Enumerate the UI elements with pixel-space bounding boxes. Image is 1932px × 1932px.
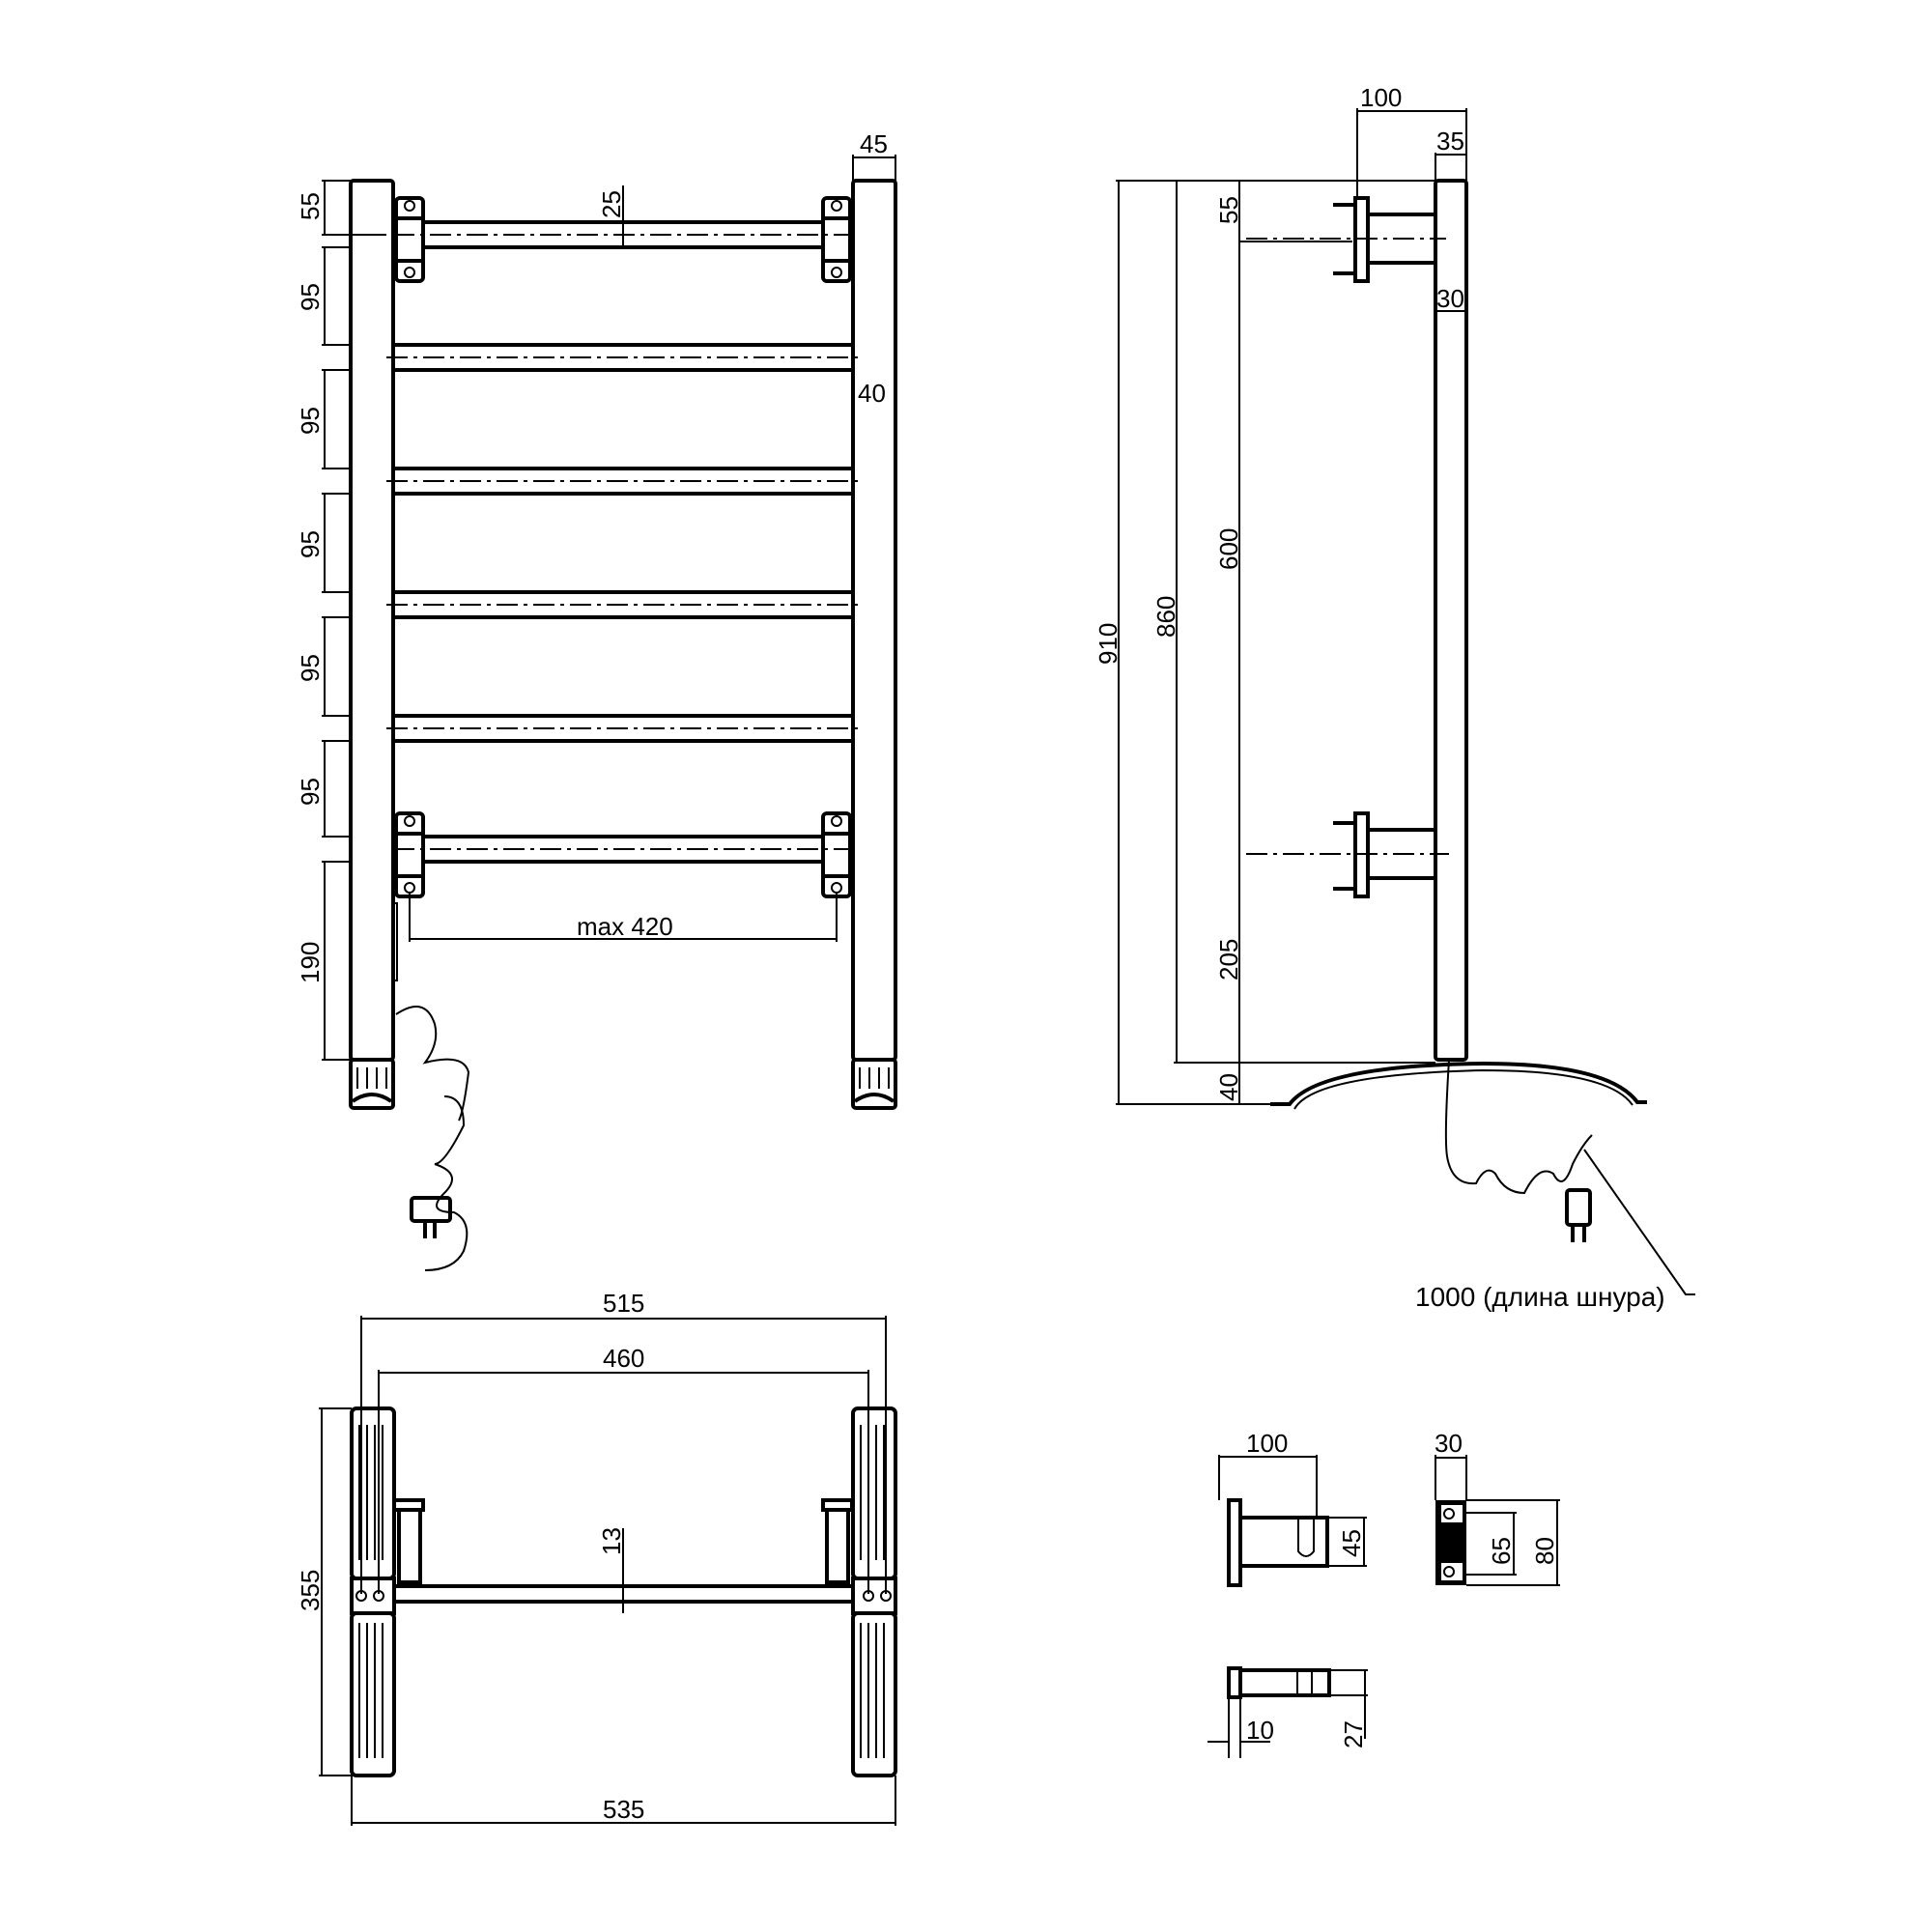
dim-40-tube: 40 xyxy=(858,379,886,408)
side-bracket-top xyxy=(1246,196,1446,283)
power-cord-front xyxy=(392,902,470,1271)
dim-30-side: 30 xyxy=(1436,284,1464,313)
dim-13: 13 xyxy=(597,1527,626,1555)
dim-910: 910 xyxy=(1094,623,1122,665)
front-view: 55 95 95 95 95 95 190 25 45 40 max 420 xyxy=(296,129,897,1271)
dim-190: 190 xyxy=(296,942,325,983)
dim-30-bracket: 30 xyxy=(1435,1429,1463,1458)
dim-45-bracket: 45 xyxy=(1337,1529,1366,1557)
cord-length-note: 1000 (длина шнура) xyxy=(1415,1282,1665,1312)
side-view: 100 35 30 55 600 205 40 860 910 1000 (дл… xyxy=(1094,83,1695,1312)
dim-515: 515 xyxy=(603,1289,644,1318)
bracket-top-right xyxy=(821,196,852,283)
side-dimensions xyxy=(1116,108,1467,1105)
dim-460: 460 xyxy=(603,1344,644,1373)
dim-65: 65 xyxy=(1487,1537,1516,1565)
dim-95-5: 95 xyxy=(296,778,325,806)
bracket-bottom-left xyxy=(394,811,425,898)
power-cord-side xyxy=(1444,1059,1593,1242)
bracket-detail-front: 30 65 80 xyxy=(1435,1429,1560,1586)
dim-535: 535 xyxy=(603,1795,644,1824)
rail-2 xyxy=(386,343,860,372)
plug-icon-side xyxy=(1565,1188,1592,1227)
foot-left xyxy=(349,1058,395,1110)
dim-95-1: 95 xyxy=(296,283,325,311)
dim-95-4: 95 xyxy=(296,654,325,682)
bracket-detail-side: 100 45 xyxy=(1218,1429,1367,1587)
rail-4 xyxy=(386,590,860,619)
top-dimensions xyxy=(319,1316,896,1826)
dim-max-420: max 420 xyxy=(577,912,673,941)
dim-100-bracket: 100 xyxy=(1246,1429,1288,1458)
dim-55-front: 55 xyxy=(296,192,325,220)
bracket-bottom-right xyxy=(821,811,852,898)
dim-25: 25 xyxy=(597,190,626,218)
top-view: 515 460 13 355 535 xyxy=(296,1289,897,1826)
dim-27: 27 xyxy=(1339,1720,1368,1748)
floor-curve xyxy=(1270,1061,1647,1106)
dim-80: 80 xyxy=(1530,1537,1559,1565)
rail-6 xyxy=(393,835,853,864)
rail-3 xyxy=(386,467,860,496)
dim-55-side: 55 xyxy=(1214,196,1243,224)
dim-10: 10 xyxy=(1246,1716,1274,1745)
side-bracket-bottom xyxy=(1246,811,1449,898)
dim-205: 205 xyxy=(1214,939,1243,980)
dim-95-2: 95 xyxy=(296,407,325,435)
dim-35: 35 xyxy=(1436,127,1464,156)
dim-45-front: 45 xyxy=(860,129,888,158)
dim-40-foot: 40 xyxy=(1214,1073,1243,1101)
dim-355: 355 xyxy=(296,1570,325,1611)
dim-95-3: 95 xyxy=(296,530,325,558)
front-dimensions xyxy=(322,155,896,1061)
dim-600: 600 xyxy=(1214,528,1243,570)
bracket-detail-top: 10 27 xyxy=(1208,1666,1368,1758)
foot-right xyxy=(851,1058,897,1110)
plug-icon xyxy=(410,1196,452,1223)
bracket-top-left xyxy=(394,196,425,283)
dim-100-side: 100 xyxy=(1360,83,1402,112)
dim-860: 860 xyxy=(1151,596,1180,638)
rail-5 xyxy=(386,714,860,743)
